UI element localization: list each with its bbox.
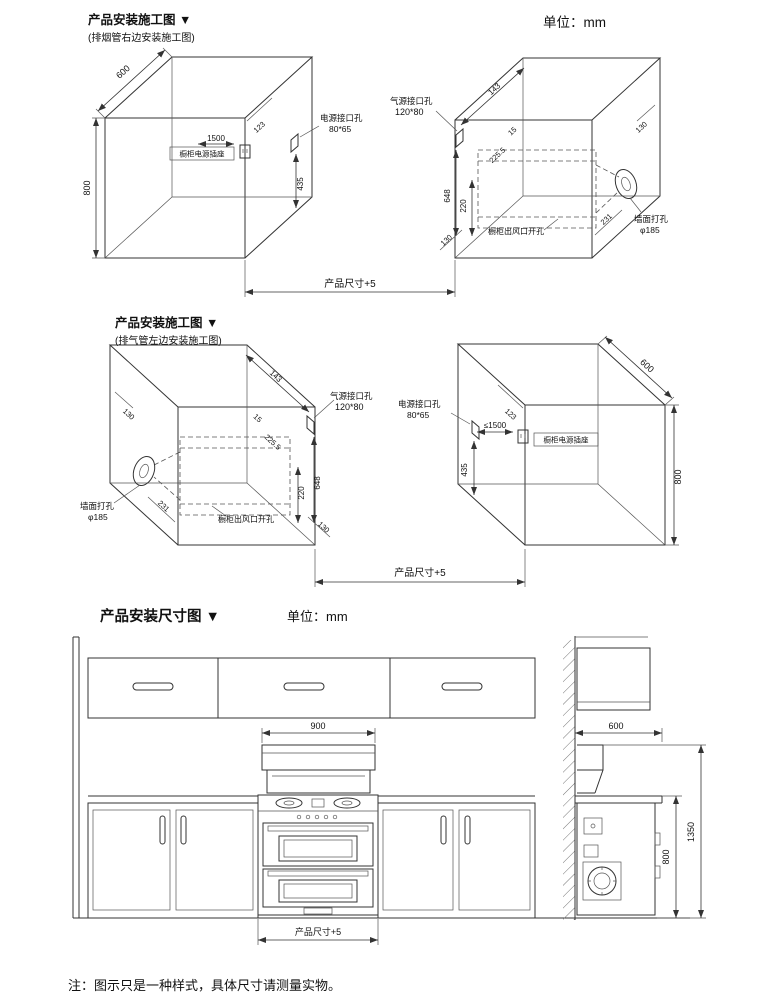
kitchen-front-elevation: 900 xyxy=(72,636,690,945)
dim-220-s1: 220 xyxy=(459,199,468,213)
section-2-left-duct-drawing: 产品安装施工图 ▼ (排气管左边安装施工图) 气源接口孔 120*80 143 … xyxy=(80,315,683,587)
s2-title: 产品安装施工图 ▼ xyxy=(115,315,218,330)
s1-right-cabinet-box xyxy=(454,57,662,259)
dim-15-s2: 15 xyxy=(252,412,264,424)
dim-220-s2: 220 xyxy=(297,486,306,500)
s1-product-size-dimension: 产品尺寸+5 xyxy=(244,260,456,297)
dim-435-s1: 435 xyxy=(296,177,305,191)
wall-hole-label-s2: 墙面打孔 xyxy=(80,501,115,511)
dim-1500-max-s2: ≤1500 xyxy=(484,421,507,430)
dim-143-s1: 143 xyxy=(486,81,502,97)
wall-hole-dia-s2: φ185 xyxy=(88,512,108,522)
dim-130-bottom-s2: 130 xyxy=(316,520,331,535)
dim-231-s2: 231 xyxy=(156,499,171,514)
dim-1350-side: 1350 xyxy=(686,822,696,842)
note-text: 注：图示只是一种样式，具体尺寸请测量实物。 xyxy=(68,978,341,993)
dim-225-5-s2: 225.5 xyxy=(263,432,283,451)
dim-130-top-s2: 130 xyxy=(121,407,136,422)
socket-label-s1: 橱柜电源插座 xyxy=(180,149,225,159)
gas-hole-label-s1: 气源接口孔 xyxy=(390,96,433,106)
s1-subtitle: (排烟管右边安装施工图) xyxy=(88,31,195,44)
dim-15-s1: 15 xyxy=(506,125,518,137)
dim-231-s1: 231 xyxy=(599,212,614,227)
s3-title: 产品安装尺寸图 ▼ xyxy=(100,607,220,625)
s2-left-box-dimensions: 气源接口孔 120*80 143 15 225.5 648 220 130 13… xyxy=(80,354,373,538)
dim-800-side: 800 xyxy=(661,849,671,864)
s1-left-box-dimensions: 600 800 橱柜电源插座 1500 123 电源接口孔 80*65 435 xyxy=(82,47,363,259)
integrated-stove-side xyxy=(576,802,661,916)
s2-right-cabinet-box xyxy=(456,343,666,546)
dim-600-right-box-s2: 600 xyxy=(638,357,656,375)
integrated-stove-front xyxy=(257,794,379,916)
dim-900-hood: 900 xyxy=(310,721,325,731)
unit-label-s3: 单位：mm xyxy=(287,609,348,624)
dim-1500-s1: 1500 xyxy=(207,134,225,143)
dim-225-5-s1: 225.5 xyxy=(487,145,507,164)
vent-cutout-label-s1: 橱柜出风口开孔 xyxy=(488,226,544,236)
power-hole-label-s2: 电源接口孔 xyxy=(398,399,441,409)
dim-648-s1: 648 xyxy=(443,189,452,203)
wall-hole-dia-s1: φ185 xyxy=(640,225,660,235)
gas-hole-size-s1: 120*80 xyxy=(395,107,424,117)
dim-648-s2: 648 xyxy=(313,476,322,490)
dim-123-s2: 123 xyxy=(503,407,518,422)
dim-435-s2: 435 xyxy=(460,463,469,477)
product-size-dim-s2: 产品尺寸+5 xyxy=(394,566,446,579)
power-hole-size-s2: 80*65 xyxy=(407,410,429,420)
dim-130-bottom-s1: 130 xyxy=(439,233,454,248)
s2-right-box-dimensions: 电源接口孔 80*65 123 ≤1500 橱柜电源插座 435 600 800 xyxy=(398,335,683,546)
product-size-dim-s3: 产品尺寸+5 xyxy=(295,926,341,937)
dim-600-side: 600 xyxy=(608,721,623,731)
dim-123-s1: 123 xyxy=(252,120,267,135)
s2-left-cabinet-box xyxy=(108,344,316,546)
s2-subtitle: (排气管左边安装施工图) xyxy=(115,334,222,347)
kitchen-side-view: 600 800 1350 xyxy=(563,636,706,920)
dim-800-right-box-s2: 800 xyxy=(673,469,683,484)
section-1-right-duct-drawing: 产品安装施工图 ▼ (排烟管右边安装施工图) 单位：mm 600 800 橱柜电… xyxy=(82,12,669,297)
socket-label-s2: 橱柜电源插座 xyxy=(544,435,589,445)
product-size-dim-s1: 产品尺寸+5 xyxy=(324,277,376,290)
dim-600-left-box-s1: 600 xyxy=(114,63,132,81)
dim-143-s2: 143 xyxy=(268,368,284,384)
dim-130-top-s1: 130 xyxy=(634,120,649,135)
power-hole-size-s1: 80*65 xyxy=(329,124,351,134)
section-3-dimension-drawing: 产品安装尺寸图 ▼ 单位：mm 900 xyxy=(72,607,706,945)
gas-hole-label-s2: 气源接口孔 xyxy=(330,391,373,401)
gas-hole-size-s2: 120*80 xyxy=(335,402,364,412)
dim-800-left-box-s1: 800 xyxy=(82,180,92,195)
s1-right-box-dimensions: 气源接口孔 120*80 143 15 225.5 648 220 130 橱柜… xyxy=(390,67,669,251)
vent-cutout-label-s2: 橱柜出风口开孔 xyxy=(218,514,274,524)
power-hole-label-s1: 电源接口孔 xyxy=(320,113,363,123)
s2-product-size-dimension: 产品尺寸+5 xyxy=(314,549,526,587)
wall-hole-label-s1: 墙面打孔 xyxy=(634,214,669,224)
unit-label-top: 单位：mm xyxy=(543,15,606,30)
s1-title: 产品安装施工图 ▼ xyxy=(88,12,191,27)
